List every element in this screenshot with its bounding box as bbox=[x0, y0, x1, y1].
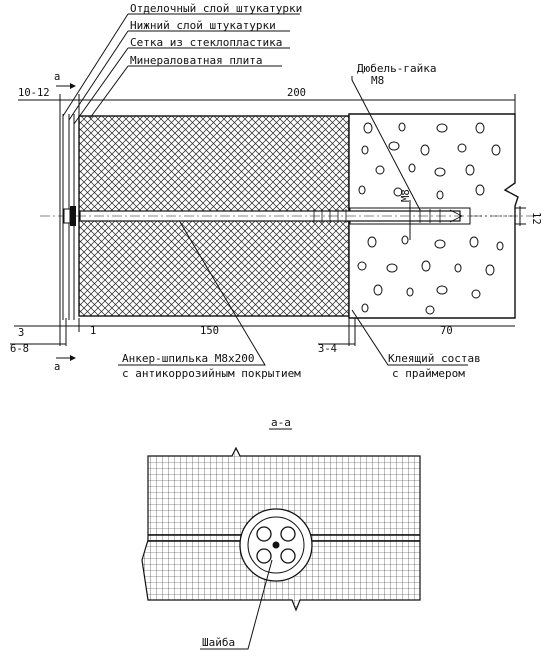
section-view: а-а Шайба bbox=[141, 416, 421, 650]
leader-lines bbox=[62, 13, 300, 125]
dim-70: 70 bbox=[440, 325, 453, 337]
adhesive-leader bbox=[351, 309, 468, 366]
anchor-leader bbox=[118, 221, 266, 366]
dim-10-12: 10-12 bbox=[18, 87, 50, 99]
leader-label-base-plaster: Нижний слой штукатурки bbox=[130, 19, 276, 32]
adhesive-primer-label: с праймером bbox=[392, 367, 465, 380]
dim-1: 1 bbox=[90, 325, 96, 337]
adhesive-label: Клеящий состав bbox=[388, 352, 481, 365]
leader-label-finish-plaster: Отделочный слой штукатурки bbox=[130, 2, 302, 15]
dowel-leader bbox=[351, 76, 421, 211]
dim-6-8: 6-8 bbox=[10, 343, 29, 355]
concrete-aggregate bbox=[357, 122, 504, 315]
dowel-label: Дюбель-гайка bbox=[357, 62, 436, 75]
section-mark-top: а bbox=[54, 71, 60, 83]
dim-150: 150 bbox=[200, 325, 219, 337]
dowel-nut bbox=[313, 209, 463, 223]
section-mark-bottom: а bbox=[54, 361, 60, 373]
leader-label-fiberglass-mesh: Сетка из стеклопластика bbox=[130, 36, 282, 49]
anchor-head bbox=[272, 541, 280, 549]
leader-label-mineral-wool: Минераловатная плита bbox=[130, 54, 262, 67]
nut bbox=[63, 208, 71, 224]
anchor-coating-label: с антикоррозийным покрытием bbox=[122, 367, 301, 380]
dim-m8: М8 bbox=[400, 189, 412, 202]
washer-label: Шайба bbox=[202, 636, 235, 649]
washer bbox=[70, 206, 76, 226]
washer-leader bbox=[200, 559, 273, 650]
dim-3: 3 bbox=[18, 327, 24, 339]
section-title: а-а bbox=[271, 416, 291, 429]
dim-12: 12 bbox=[530, 212, 542, 225]
anchor-label: Анкер-шпилька М8х200 bbox=[122, 352, 254, 365]
dowel-label-size: М8 bbox=[371, 74, 384, 87]
dim-3-4: 3-4 bbox=[318, 343, 337, 355]
top-view: Отделочный слой штукатурки Нижний слой ш… bbox=[10, 2, 542, 380]
dim-200: 200 bbox=[287, 87, 306, 99]
